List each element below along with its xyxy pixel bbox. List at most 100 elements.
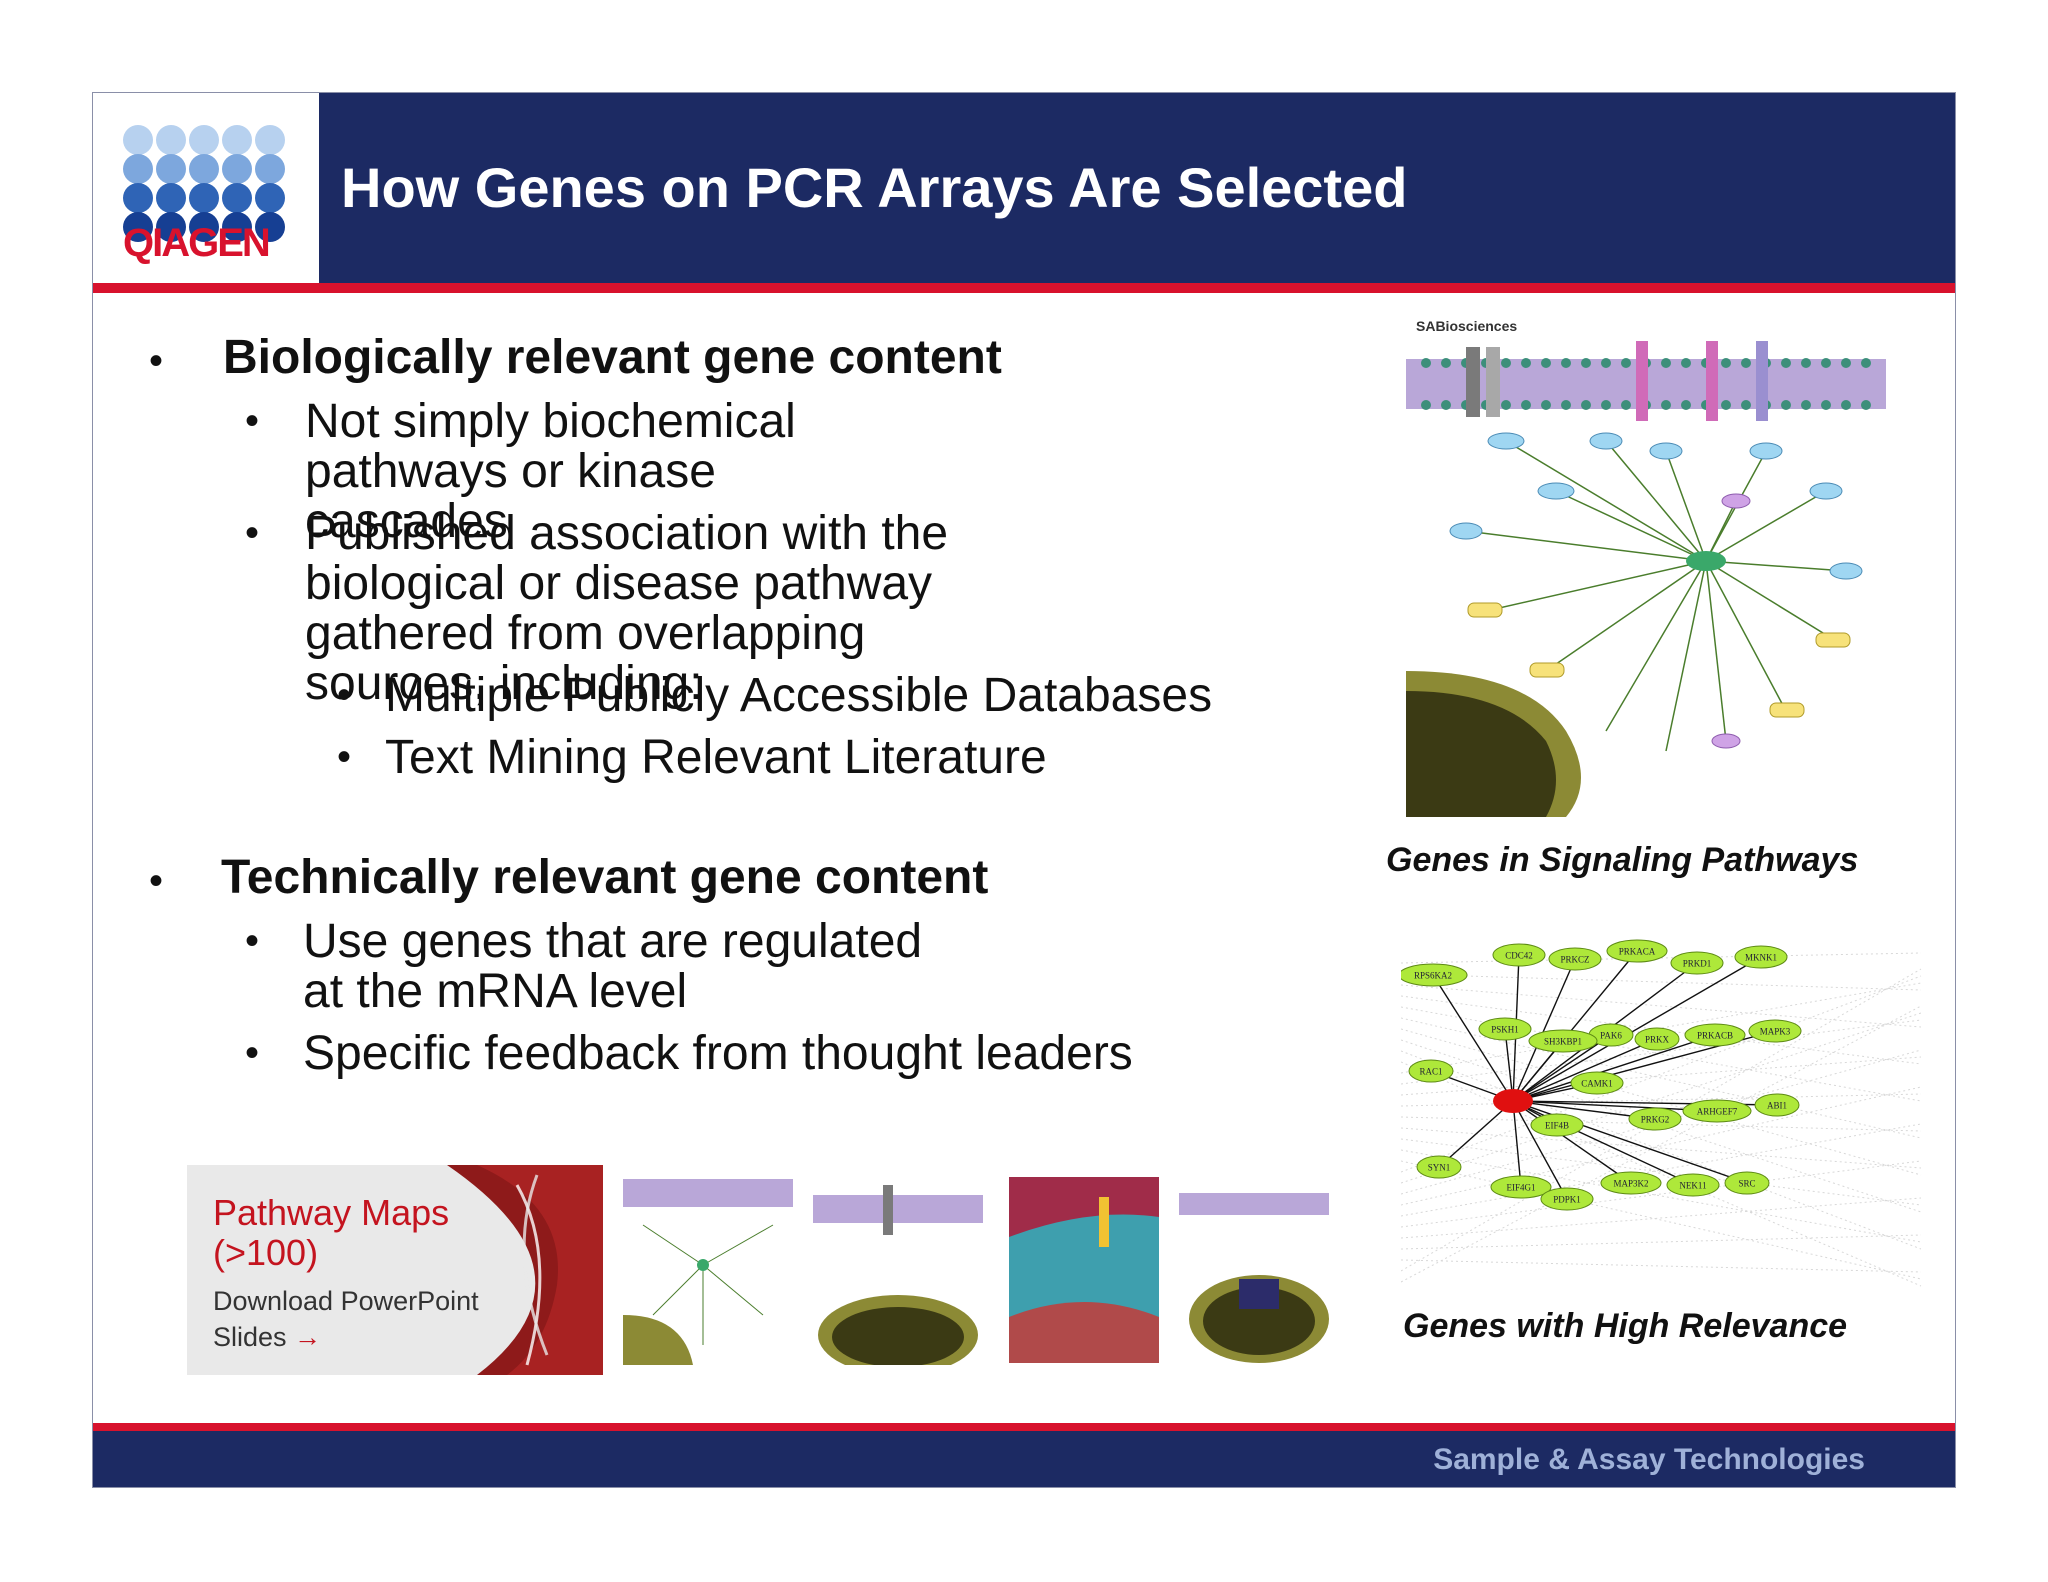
network-node: PRKX bbox=[1634, 1027, 1680, 1051]
network-node: SYN1 bbox=[1416, 1155, 1462, 1179]
bullet-icon: • bbox=[245, 919, 260, 963]
svg-text:PRKCZ: PRKCZ bbox=[1560, 955, 1589, 965]
logo-dot bbox=[255, 212, 285, 242]
network-node: PRKG2 bbox=[1628, 1107, 1682, 1131]
network-edge bbox=[1512, 1100, 1522, 1188]
logo-dot bbox=[123, 183, 153, 213]
footer-tagline: Sample & Assay Technologies bbox=[1433, 1443, 1865, 1476]
svg-text:RPS6KA2: RPS6KA2 bbox=[1414, 971, 1452, 981]
arrow-right-icon: → bbox=[294, 1322, 322, 1352]
svg-text:MKNK1: MKNK1 bbox=[1745, 953, 1777, 963]
svg-text:NEK11: NEK11 bbox=[1679, 1181, 1706, 1191]
network-edge bbox=[1438, 1100, 1514, 1168]
caption-relevance: Genes with High Relevance bbox=[1403, 1307, 1848, 1345]
logo-dot bbox=[156, 125, 186, 155]
logo-dot bbox=[189, 125, 219, 155]
network-edge bbox=[1512, 1100, 1632, 1184]
bullet-icon: • bbox=[149, 339, 164, 383]
svg-text:CAMK1: CAMK1 bbox=[1581, 1079, 1613, 1089]
network-edge bbox=[1512, 1034, 1716, 1102]
footer-divider bbox=[93, 1423, 1955, 1431]
logo-wordmark: QIAGEN bbox=[123, 221, 271, 265]
network-node: ARHGEF7 bbox=[1682, 1099, 1752, 1123]
list-item: Not simply biochemical pathways or kinas… bbox=[305, 395, 796, 548]
list-item: Text Mining Relevant Literature bbox=[385, 731, 1047, 784]
svg-text:PRKD1: PRKD1 bbox=[1683, 959, 1712, 969]
svg-text:SYN1: SYN1 bbox=[1428, 1163, 1451, 1173]
bullet-icon: • bbox=[337, 735, 352, 779]
network-edge bbox=[1432, 974, 1514, 1102]
svg-text:PRKG2: PRKG2 bbox=[1641, 1115, 1670, 1125]
network-node: RPS6KA2 bbox=[1401, 963, 1468, 987]
logo-dot bbox=[156, 154, 186, 184]
network-edge bbox=[1512, 1100, 1694, 1186]
svg-text:ARHGEF7: ARHGEF7 bbox=[1697, 1107, 1738, 1117]
title-bar: How Genes on PCR Arrays Are Selected bbox=[319, 93, 1955, 283]
bullet-icon: • bbox=[245, 511, 260, 555]
network-node: NEK11 bbox=[1666, 1173, 1720, 1197]
logo-dot bbox=[123, 212, 153, 242]
network-node: PDPK1 bbox=[1540, 1187, 1594, 1211]
svg-text:SRC: SRC bbox=[1738, 1179, 1755, 1189]
promo-link-text[interactable]: Download PowerPoint Slides bbox=[213, 1286, 479, 1352]
section-heading: Technically relevant gene content bbox=[221, 851, 989, 904]
promo-title: Pathway Maps (>100) bbox=[213, 1192, 450, 1273]
logo-dot bbox=[255, 183, 285, 213]
network-node: PRKD1 bbox=[1670, 951, 1724, 975]
pathway-thumbnail[interactable] bbox=[1009, 1177, 1159, 1363]
logo-dot bbox=[189, 183, 219, 213]
caption-signaling: Genes in Signaling Pathways bbox=[1386, 841, 1859, 879]
logo-dot bbox=[222, 125, 252, 155]
svg-text:PDPK1: PDPK1 bbox=[1553, 1195, 1581, 1205]
network-edge bbox=[1512, 1038, 1658, 1102]
network-node: ABI1 bbox=[1754, 1093, 1800, 1117]
section-heading: Biologically relevant gene content bbox=[223, 331, 1002, 384]
logo-dot bbox=[156, 183, 186, 213]
pathway-maps-banner[interactable]: Pathway Maps (>100) Download PowerPoint … bbox=[187, 1165, 603, 1375]
bullet-icon: • bbox=[149, 859, 164, 903]
svg-text:PRKACB: PRKACB bbox=[1697, 1031, 1733, 1041]
network-node: PRKACB bbox=[1684, 1023, 1746, 1047]
qiagen-logo: QIAGEN bbox=[93, 93, 319, 283]
svg-text:PRKX: PRKX bbox=[1645, 1035, 1670, 1045]
svg-text:MAPK3: MAPK3 bbox=[1760, 1027, 1791, 1037]
logo-dot bbox=[255, 125, 285, 155]
svg-text:CDC42: CDC42 bbox=[1505, 951, 1533, 961]
network-node: MAP3K2 bbox=[1600, 1171, 1662, 1195]
list-item: Published association with the biologica… bbox=[305, 507, 949, 710]
svg-text:EIF4B: EIF4B bbox=[1545, 1121, 1569, 1131]
pathway-thumbnail[interactable] bbox=[623, 1165, 793, 1365]
logo-dot bbox=[222, 212, 252, 242]
list-item: Use genes that are regulated at the mRNA… bbox=[303, 915, 923, 1018]
network-edge bbox=[1504, 1028, 1514, 1102]
list-item: Specific feedback from thought leaders bbox=[303, 1027, 1133, 1080]
network-hub-node bbox=[1493, 1089, 1533, 1113]
logo-dot bbox=[255, 154, 285, 184]
logo-dot bbox=[222, 154, 252, 184]
bullet-icon: • bbox=[337, 673, 352, 717]
network-node: MKNK1 bbox=[1734, 945, 1788, 969]
network-edge bbox=[1512, 956, 1762, 1102]
network-node: CAMK1 bbox=[1570, 1071, 1624, 1095]
logo-dot bbox=[222, 183, 252, 213]
signaling-pathway-image: SABiosciences bbox=[1406, 311, 1924, 817]
logo-dot bbox=[123, 125, 153, 155]
bullet-icon: • bbox=[245, 399, 260, 443]
pathway-thumbnail[interactable] bbox=[1179, 1179, 1329, 1365]
network-edge bbox=[1512, 1034, 1612, 1102]
logo-dot bbox=[156, 212, 186, 242]
svg-text:MAP3K2: MAP3K2 bbox=[1613, 1179, 1648, 1189]
header-divider bbox=[93, 283, 1955, 293]
promo-subtitle[interactable]: Download PowerPoint Slides → bbox=[213, 1283, 493, 1355]
svg-text:PRKACA: PRKACA bbox=[1619, 947, 1656, 957]
pathway-brand-label: SABiosciences bbox=[1416, 318, 1517, 334]
svg-text:PAK6: PAK6 bbox=[1600, 1031, 1622, 1041]
network-edge bbox=[1512, 1100, 1568, 1200]
svg-text:EIF4G1: EIF4G1 bbox=[1507, 1183, 1536, 1193]
network-node: RAC1 bbox=[1408, 1059, 1454, 1083]
network-node: PSKH1 bbox=[1478, 1017, 1532, 1041]
slide: QIAGEN How Genes on PCR Arrays Are Selec… bbox=[92, 92, 1956, 1488]
pathway-thumbnail[interactable] bbox=[813, 1165, 983, 1365]
network-node: SH3KBP1 bbox=[1528, 1029, 1598, 1053]
